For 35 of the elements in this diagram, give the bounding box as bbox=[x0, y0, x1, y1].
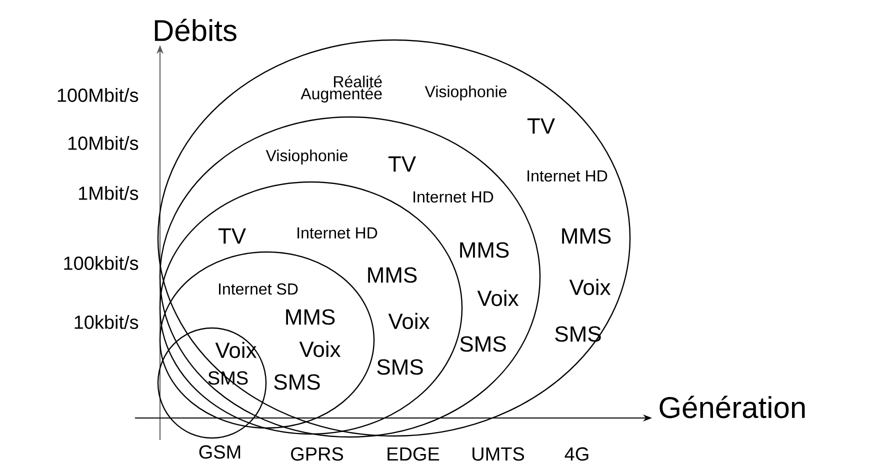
service-label: Voix bbox=[299, 340, 341, 358]
service-label: Internet HD bbox=[528, 170, 608, 182]
tick-label: UMTS bbox=[472, 447, 524, 461]
tick-label: 100kbit/s bbox=[64, 256, 138, 270]
service-label: MMS bbox=[286, 309, 335, 325]
service-label: SMS bbox=[460, 336, 506, 352]
service-label: Réalité Augmentée bbox=[300, 75, 382, 103]
service-label: Voix bbox=[569, 278, 611, 296]
service-label: SMS bbox=[377, 359, 423, 375]
service-label: Voix bbox=[215, 342, 257, 358]
tick-label: GSM bbox=[199, 445, 240, 459]
service-label: MMS bbox=[460, 242, 509, 258]
tick-label: 10Mbit/s bbox=[68, 136, 138, 150]
service-label: Visiophonie bbox=[424, 86, 506, 100]
service-label: Voix bbox=[477, 290, 519, 306]
service-label: MMS bbox=[562, 228, 611, 244]
service-label: TV bbox=[527, 118, 555, 134]
tick-label: 1Mbit/s bbox=[79, 186, 138, 200]
service-label: SMS bbox=[274, 374, 320, 390]
tick-label: 10kbit/s bbox=[74, 315, 138, 329]
tick-label: EDGE bbox=[388, 447, 440, 461]
service-label: MMS bbox=[368, 267, 417, 283]
service-label: Internet HD bbox=[298, 227, 378, 239]
tick-label: 100Mbit/s bbox=[58, 88, 138, 102]
tick-label: 4G bbox=[564, 447, 588, 461]
service-label: Internet SD bbox=[219, 283, 298, 295]
axis-title: Débits bbox=[154, 18, 236, 42]
service-label: SMS bbox=[555, 326, 601, 342]
service-label: Voix bbox=[388, 312, 430, 330]
axis-title: Génération bbox=[660, 396, 805, 418]
service-label: Visiophonie bbox=[266, 150, 348, 164]
service-label: TV bbox=[388, 156, 416, 172]
tick-label: GPRS bbox=[291, 447, 344, 461]
service-label: Internet HD bbox=[414, 191, 494, 203]
service-label: TV bbox=[218, 228, 246, 244]
